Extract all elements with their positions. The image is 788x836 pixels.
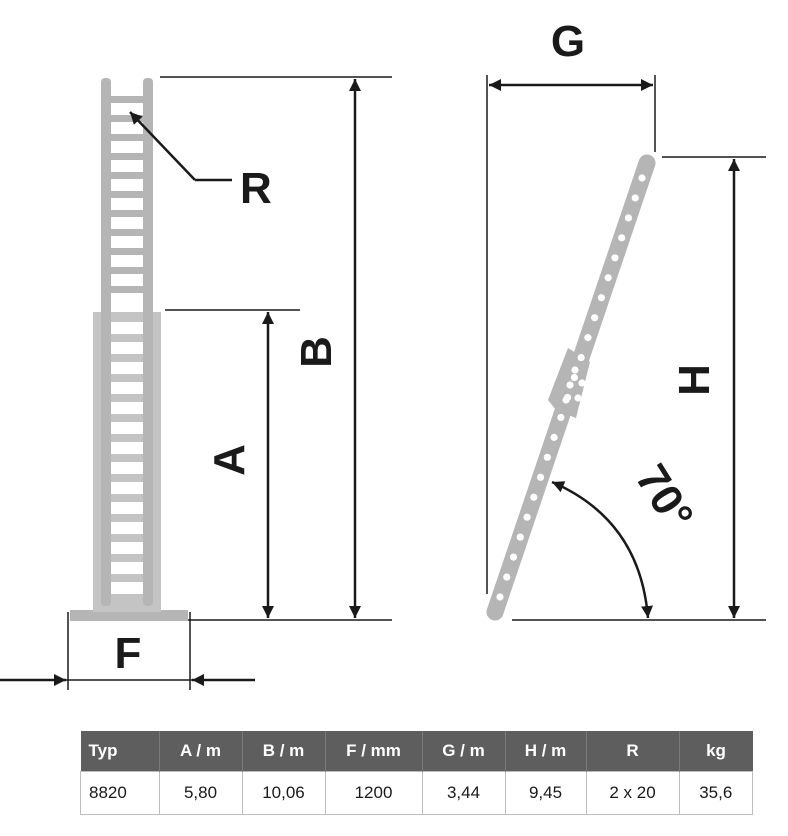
spec-table: Typ A / m B / m F / mm G / m H / m R kg … bbox=[80, 731, 753, 815]
ladder-rung-gap bbox=[111, 402, 143, 414]
header-b: B / m bbox=[242, 731, 326, 772]
ladder-rung-gap bbox=[111, 542, 143, 554]
spec-table-header-row: Typ A / m B / m F / mm G / m H / m R kg bbox=[80, 731, 753, 772]
ladder-rung-gap bbox=[111, 462, 143, 474]
ladder-rung bbox=[110, 286, 144, 293]
cell-a: 5,80 bbox=[158, 771, 243, 815]
stile-hole bbox=[557, 413, 565, 422]
stile-hole bbox=[591, 314, 599, 322]
header-a: A / m bbox=[159, 731, 243, 772]
stile-hole bbox=[570, 373, 578, 382]
ladder-stile-left bbox=[101, 78, 111, 606]
ladder-rung-gap bbox=[111, 342, 143, 354]
ladder-rung-gap bbox=[111, 362, 143, 374]
stile-hole bbox=[624, 214, 633, 222]
header-kg: kg bbox=[679, 731, 753, 772]
label-g: G bbox=[551, 17, 585, 66]
table-row: 8820 5,80 10,06 1200 3,44 9,45 2 x 20 35… bbox=[80, 771, 753, 815]
label-r: R bbox=[240, 164, 272, 213]
stile-hole bbox=[597, 294, 606, 302]
header-r: R bbox=[586, 731, 680, 772]
header-g: G / m bbox=[422, 731, 506, 772]
ladder-rung-gap bbox=[111, 322, 143, 334]
stile-hole bbox=[577, 353, 585, 362]
label-b: B bbox=[292, 336, 341, 368]
lower-section-rungs bbox=[111, 322, 143, 594]
ladder-rung bbox=[110, 153, 144, 160]
stile-hole bbox=[574, 394, 582, 402]
stile-hole bbox=[584, 334, 592, 342]
stile-hole bbox=[571, 366, 579, 374]
stile-hole bbox=[550, 433, 558, 441]
ladder-rung-gap bbox=[111, 562, 143, 574]
stile-hole bbox=[496, 593, 504, 601]
stile-hole bbox=[523, 513, 531, 521]
cell-g: 3,44 bbox=[421, 771, 506, 815]
ladder-rung bbox=[110, 115, 144, 122]
ladder-rung bbox=[110, 96, 144, 103]
r-pointer-arrow bbox=[129, 111, 196, 181]
upper-section-rungs bbox=[110, 96, 144, 293]
stile-hole bbox=[516, 533, 524, 541]
stile-hole bbox=[530, 493, 538, 501]
ladder-rung bbox=[110, 134, 144, 141]
header-typ: Typ bbox=[80, 731, 160, 772]
stile-hole bbox=[543, 453, 551, 461]
ladder-rung bbox=[110, 229, 144, 236]
stile-hole bbox=[611, 254, 619, 262]
label-h: H bbox=[670, 364, 719, 396]
label-f: F bbox=[115, 629, 142, 678]
stile-hole bbox=[562, 396, 570, 404]
cell-h: 9,45 bbox=[504, 771, 587, 815]
ladder-stile-right bbox=[143, 78, 153, 606]
stile-hole bbox=[604, 274, 612, 282]
stile-hole bbox=[509, 553, 518, 561]
side-ladder-holes bbox=[496, 174, 646, 601]
ladder-rung bbox=[110, 248, 144, 255]
ladder-rung-gap bbox=[111, 442, 143, 454]
ladder-rung bbox=[110, 191, 144, 198]
stile-hole bbox=[566, 381, 574, 389]
stile-hole bbox=[503, 573, 511, 581]
stile-hole bbox=[578, 379, 586, 387]
label-angle: 70° bbox=[626, 456, 703, 538]
front-ladder bbox=[70, 78, 188, 621]
ladder-rung-gap bbox=[111, 382, 143, 394]
angle-arc bbox=[551, 480, 653, 619]
ladder-rung-gap bbox=[111, 482, 143, 494]
stile-hole bbox=[618, 234, 626, 242]
stile-hole bbox=[536, 473, 545, 481]
stile-hole bbox=[631, 194, 639, 202]
ladder-rung-gap bbox=[111, 582, 143, 594]
ladder-rung bbox=[110, 267, 144, 274]
cell-b: 10,06 bbox=[241, 771, 326, 815]
ladder-rung bbox=[110, 210, 144, 217]
cell-f: 1200 bbox=[324, 771, 423, 815]
cell-kg: 35,6 bbox=[678, 771, 753, 815]
header-f: F / mm bbox=[325, 731, 423, 772]
ladder-base bbox=[70, 610, 188, 621]
ladder-diagram: R B A F G H 70° bbox=[0, 17, 766, 690]
ladder-rung-gap bbox=[111, 522, 143, 534]
ladder-rung-gap bbox=[111, 502, 143, 514]
cell-typ: 8820 bbox=[80, 771, 160, 815]
ladder-rung bbox=[110, 172, 144, 179]
cell-r: 2 x 20 bbox=[585, 771, 680, 815]
side-ladder bbox=[486, 154, 656, 621]
ladder-rung-gap bbox=[111, 422, 143, 434]
stile-hole bbox=[638, 174, 646, 182]
label-a: A bbox=[205, 444, 254, 476]
header-h: H / m bbox=[505, 731, 587, 772]
